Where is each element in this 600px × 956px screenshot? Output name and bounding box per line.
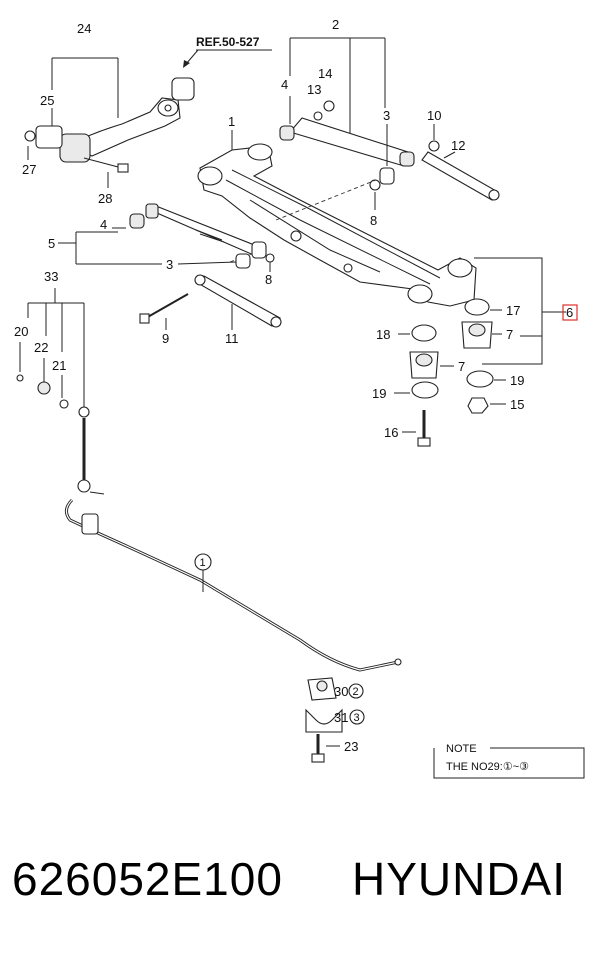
callout-18: 18 [376, 327, 390, 342]
callout-4a: 4 [281, 77, 288, 92]
callout-6: 6 [566, 305, 573, 320]
callout-1-circled: 1 [200, 557, 206, 569]
callout-21: 21 [52, 358, 66, 373]
callout-9: 9 [162, 331, 169, 346]
callout-25: 25 [40, 93, 54, 108]
brand-name: HYUNDAI [352, 853, 567, 905]
callout-15: 15 [510, 397, 524, 412]
bolt-16[interactable] [417, 410, 431, 447]
callout-23: 23 [344, 739, 358, 754]
callout-12: 12 [451, 138, 465, 153]
callout-10: 10 [427, 108, 441, 123]
bushing-7-upper[interactable] [461, 321, 493, 349]
callout-20: 20 [14, 324, 28, 339]
callout-30: 30 [334, 684, 348, 699]
ref-bushing[interactable] [171, 77, 195, 101]
callout-7b: 7 [458, 359, 465, 374]
upper-arm-2[interactable] [279, 100, 415, 185]
callout-1: 1 [228, 114, 235, 129]
mount-18[interactable] [411, 324, 437, 342]
bolt-9[interactable] [139, 293, 189, 324]
callout-19a: 19 [372, 386, 386, 401]
callout-14: 14 [318, 66, 332, 81]
parts-diagram: 24 25 27 28 REF.50-527 2 4 14 13 3 1 8 1… [14, 17, 585, 779]
callout-16: 16 [384, 425, 398, 440]
callout-7a: 7 [506, 327, 513, 342]
callout-3a: 3 [383, 108, 390, 123]
callout-22: 22 [34, 340, 48, 355]
callout-circle-2 [348, 683, 364, 699]
part-number: 626052E100 [12, 853, 283, 905]
callout-5: 5 [48, 236, 55, 251]
stabilizer-bar-1[interactable] [65, 498, 402, 672]
crossmember-subframe[interactable] [197, 143, 477, 307]
trailing-arm-24[interactable] [51, 57, 181, 173]
note-box: NOTE THE NO29:①~③ [433, 743, 585, 779]
callout-19b: 19 [510, 373, 524, 388]
bracket-31[interactable] [305, 708, 343, 733]
callout-circle-3 [349, 709, 365, 725]
mount-17[interactable] [464, 298, 490, 316]
callout-8b: 8 [265, 272, 272, 287]
callout-30-circled: 2 [353, 686, 359, 698]
stabilizer-link-33[interactable] [77, 406, 105, 495]
lateral-link-12[interactable] [421, 151, 500, 201]
callout-13: 13 [307, 82, 321, 97]
callout-17: 17 [506, 303, 520, 318]
note-title: NOTE [446, 743, 477, 755]
bushing-7-lower[interactable] [409, 351, 439, 379]
bolt-23[interactable] [311, 734, 325, 763]
callout-6-box [562, 304, 578, 321]
mount-19-left[interactable] [411, 381, 439, 399]
note-line: THE NO29:①~③ [446, 761, 529, 773]
callout-28: 28 [98, 191, 112, 206]
link-11[interactable] [194, 274, 282, 328]
callout-33: 33 [44, 269, 58, 284]
callout-4b: 4 [100, 217, 107, 232]
callout-31-circled: 3 [354, 712, 360, 724]
callout-27: 27 [22, 162, 36, 177]
callout-8a: 8 [370, 213, 377, 228]
callout-24: 24 [77, 21, 91, 36]
callout-11: 11 [225, 331, 239, 346]
nut-15[interactable] [467, 397, 489, 414]
ref-label[interactable]: REF.50-527 [196, 35, 260, 49]
callout-31: 31 [334, 710, 348, 725]
bushing-30[interactable] [307, 677, 337, 701]
callout-2: 2 [332, 17, 339, 32]
bushing-25[interactable] [24, 125, 63, 149]
lower-arm-5[interactable] [129, 203, 267, 269]
callout-3b: 3 [166, 257, 173, 272]
mount-19-right[interactable] [466, 370, 494, 388]
